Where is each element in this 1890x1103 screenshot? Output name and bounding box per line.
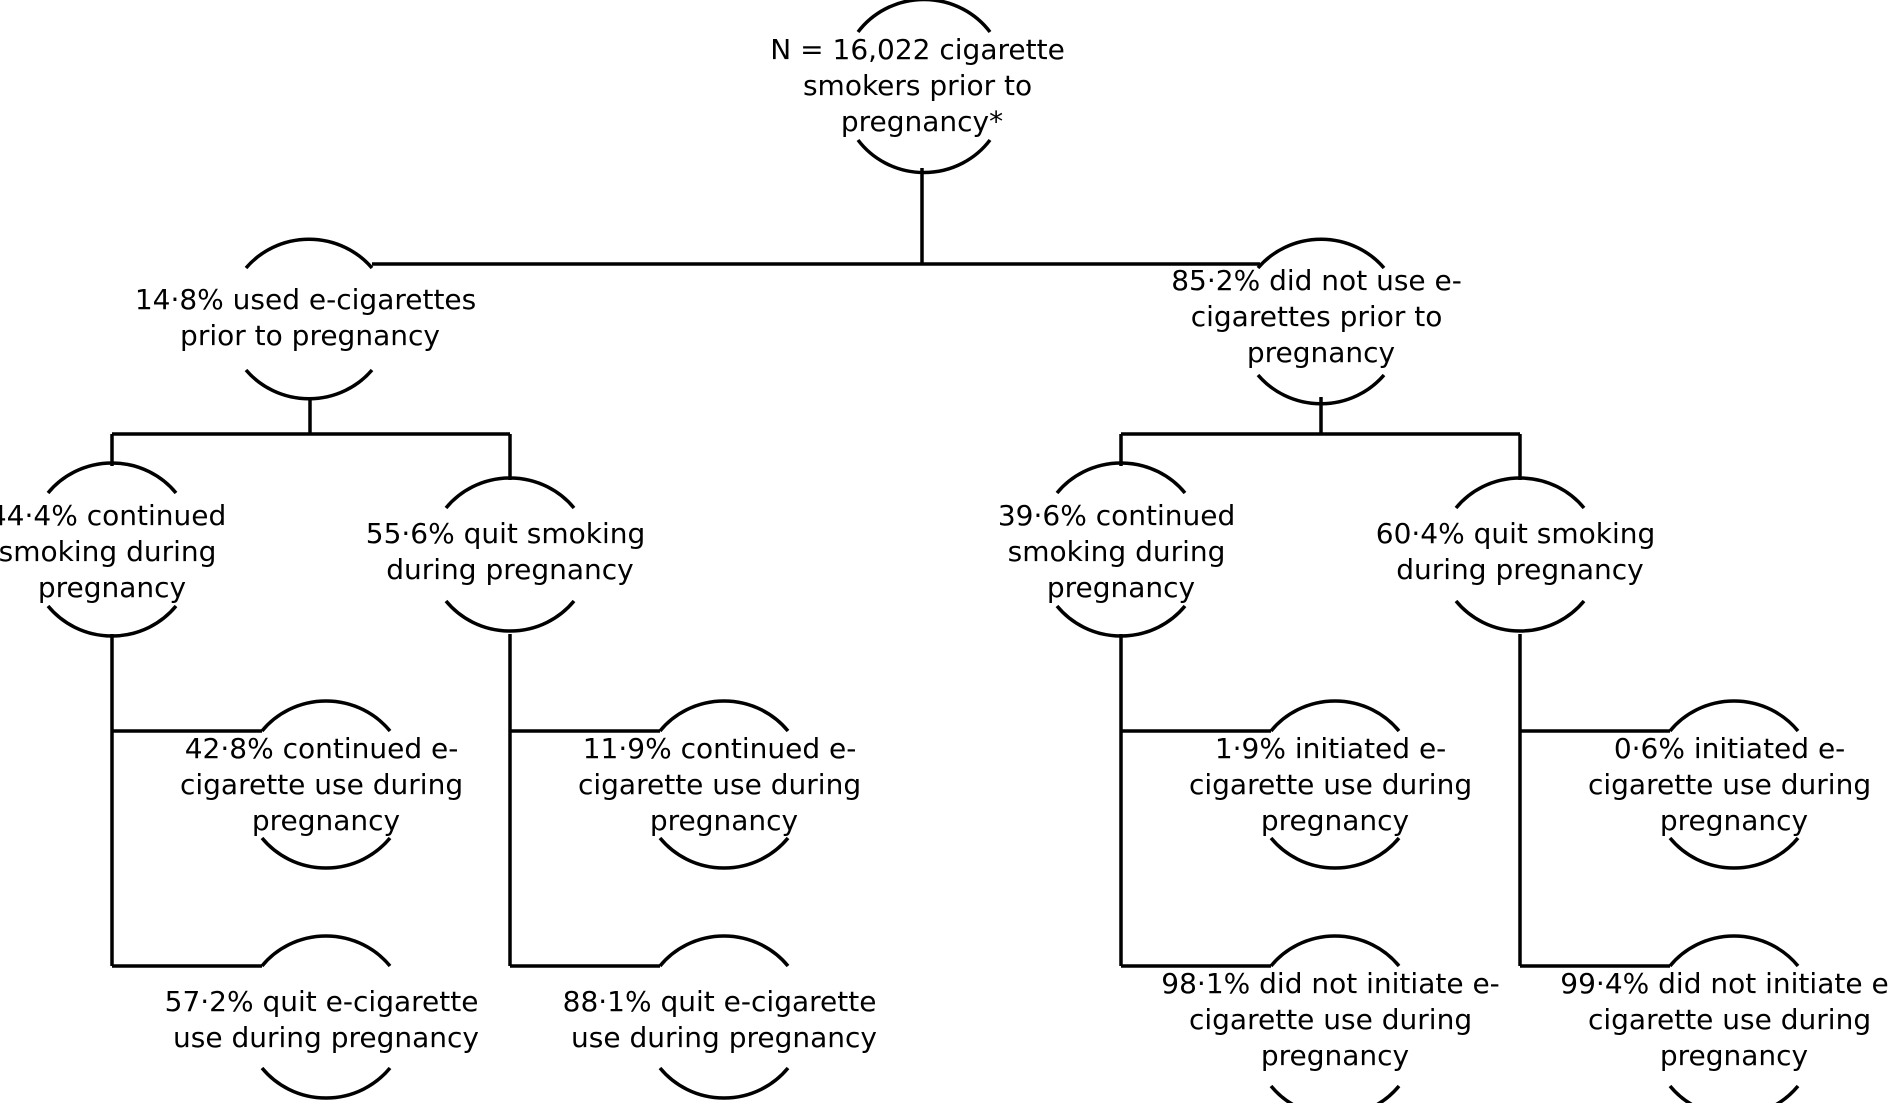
used-ecig-line-1: 14·8% used e-cigarettes [135, 283, 476, 316]
n2-bottom-arc [444, 599, 576, 633]
n2-top-arc [444, 476, 576, 510]
leaf-3b-label: 98·1% did not initiate e- cigarette use … [1161, 967, 1508, 1072]
leaf1a-bottom-arc [260, 836, 392, 870]
leaf-1a-label: 42·8% continued e- cigarette use during … [180, 732, 472, 837]
root-label: N = 16,022 cigarette smokers prior to pr… [770, 33, 1073, 138]
leaf-4a-line-1: 0·6% initiated e- [1614, 732, 1845, 765]
leaf-2b-line-2: use during pregnancy [571, 1021, 877, 1054]
connectors [110, 168, 1670, 968]
leaf4b-bottom-arc [1668, 1084, 1800, 1103]
leaf-2a-line-3: pregnancy [650, 804, 798, 837]
node-outlines [46, 0, 1800, 1103]
leaf3a-bottom-arc [1269, 836, 1401, 870]
leaf-3a-line-1: 1·9% initiated e- [1215, 732, 1446, 765]
leaf2b-bottom-arc [658, 1066, 790, 1100]
leaf-4a-line-3: pregnancy [1660, 804, 1808, 837]
nqs-line-1: 60·4% quit smoking [1376, 517, 1656, 550]
n1-top-arc [46, 461, 178, 495]
leaf-3b-line-3: pregnancy [1261, 1039, 1409, 1072]
n4-top-arc [1454, 476, 1586, 510]
leaf1b-top-arc [260, 934, 392, 968]
leaf-1b-line-2: use during pregnancy [173, 1021, 479, 1054]
nqs-line-2: during pregnancy [1396, 553, 1644, 586]
n1-bottom-arc [46, 604, 178, 638]
leaf-3a-line-3: pregnancy [1261, 804, 1409, 837]
uqs-line-2: during pregnancy [386, 553, 634, 586]
leaf4a-top-arc [1668, 699, 1800, 733]
leaf-3a-line-2: cigarette use during [1189, 768, 1472, 801]
leaf-4a-label: 0·6% initiated e- cigarette use during p… [1588, 732, 1880, 837]
leaf-2a-label: 11·9% continued e- cigarette use during … [578, 732, 870, 837]
n3-bottom-arc [1055, 604, 1187, 638]
no-ecig-line-2: cigarettes prior to [1191, 300, 1443, 333]
leaf-4b-line-1: 99·4% did not initiate e- [1560, 967, 1890, 1000]
leaf-1b-line-1: 57·2% quit e-cigarette [165, 985, 479, 1018]
ncs-line-1: 39·6% continued [998, 499, 1235, 532]
root-label-line-3: pregnancy* [841, 105, 1003, 138]
leaf-2a-line-1: 11·9% continued e- [583, 732, 857, 765]
no-ecig-line-1: 85·2% did not use e- [1171, 264, 1462, 297]
leaf-4b-label: 99·4% did not initiate e- cigarette use … [1560, 967, 1890, 1072]
no-bottom-arc [1256, 373, 1386, 406]
ucs-line-3: pregnancy [38, 571, 186, 604]
used-bottom-arc [244, 368, 374, 401]
uqs-line-1: 55·6% quit smoking [366, 517, 646, 550]
used-quit-smoking-label: 55·6% quit smoking during pregnancy [366, 517, 654, 586]
leaf2a-top-arc [658, 699, 790, 733]
ncs-line-2: smoking during [1008, 535, 1226, 568]
leaf-4b-line-2: cigarette use during [1588, 1003, 1871, 1036]
leaf-4a-line-2: cigarette use during [1588, 768, 1871, 801]
node-labels: N = 16,022 cigarette smokers prior to pr… [0, 33, 1890, 1072]
leaf-2a-line-2: cigarette use during [578, 768, 861, 801]
leaf2a-bottom-arc [658, 836, 790, 870]
leaf3a-top-arc [1269, 699, 1401, 733]
leaf-1a-line-2: cigarette use during [180, 768, 463, 801]
leaf-3a-label: 1·9% initiated e- cigarette use during p… [1189, 732, 1481, 837]
used-top-arc [244, 237, 374, 270]
leaf-3b-line-2: cigarette use during [1189, 1003, 1472, 1036]
leaf4b-top-arc [1668, 934, 1800, 968]
leaf-1b-label: 57·2% quit e-cigarette use during pregna… [165, 985, 488, 1054]
n4-bottom-arc [1454, 599, 1586, 633]
root-label-line-1: N = 16,022 cigarette [770, 33, 1065, 66]
leaf4a-bottom-arc [1668, 836, 1800, 870]
leaf2b-top-arc [658, 934, 790, 968]
leaf1b-bottom-arc [260, 1066, 392, 1100]
no-ecig-line-3: pregnancy [1247, 336, 1395, 369]
root-top-arc [856, 0, 992, 34]
leaf-1a-line-1: 42·8% continued e- [185, 732, 459, 765]
no-continued-smoking-label: 39·6% continued smoking during pregnancy [998, 499, 1244, 604]
leaf-2b-line-1: 88·1% quit e-cigarette [563, 985, 877, 1018]
no-top-arc [1256, 237, 1386, 270]
leaf1a-top-arc [260, 699, 392, 733]
leaf-3b-line-1: 98·1% did not initiate e- [1161, 967, 1500, 1000]
no-ecig-label: 85·2% did not use e- cigarettes prior to… [1171, 264, 1471, 369]
ucs-line-2: smoking during [0, 535, 216, 568]
ucs-line-1: 44·4% continued [0, 499, 226, 532]
used-continued-smoking-label: 44·4% continued smoking during pregnancy [0, 499, 235, 604]
leaf-4b-line-3: pregnancy [1660, 1039, 1808, 1072]
root-bottom-arc [856, 138, 992, 175]
leaf3b-top-arc [1269, 934, 1401, 968]
root-label-line-2: smokers prior to [803, 69, 1032, 102]
leaf-2b-label: 88·1% quit e-cigarette use during pregna… [563, 985, 886, 1054]
n3-top-arc [1055, 461, 1187, 495]
ncs-line-3: pregnancy [1047, 571, 1195, 604]
used-ecig-label: 14·8% used e-cigarettes prior to pregnan… [135, 283, 485, 352]
leaf-1a-line-3: pregnancy [252, 804, 400, 837]
leaf3b-bottom-arc [1269, 1084, 1401, 1103]
no-quit-smoking-label: 60·4% quit smoking during pregnancy [1376, 517, 1664, 586]
used-ecig-line-2: prior to pregnancy [180, 319, 440, 352]
